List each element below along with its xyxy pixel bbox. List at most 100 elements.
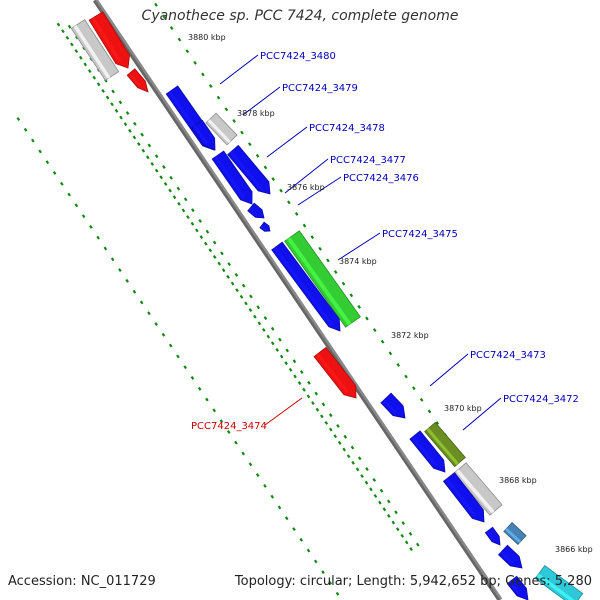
tick-mark [78,55,83,60]
scale-label: 3870 kbp [444,404,482,413]
tick-mark [217,261,221,266]
tick-mark [386,499,391,504]
tick-mark [372,477,377,482]
tick-mark [404,540,409,545]
tick-mark [67,192,71,197]
tick-mark [266,334,271,339]
tick-mark [313,559,318,564]
tick-mark [292,527,296,531]
gene-feature [534,565,584,600]
tick-mark [56,22,61,27]
tick-mark [328,581,333,585]
tick-mark [176,186,181,191]
gene-feature [442,472,485,523]
tick-mark [404,374,408,379]
tick-mark [240,130,244,135]
feature-body [227,144,271,195]
feature-highlight [500,551,514,565]
feature-body [506,575,529,600]
gene-feature [506,575,529,600]
tick-mark [227,262,231,267]
tick-mark [419,397,424,402]
tick-mark [341,281,346,286]
tick-mark [190,376,195,380]
feature-highlight [426,428,459,466]
tick-mark [349,293,354,298]
tick-mark [198,219,202,223]
tick-mark [232,119,236,123]
tick-mark [89,224,93,229]
tick-mark [401,521,406,526]
tick-mark [212,255,217,259]
gene-feature [497,544,523,569]
gene-features [70,11,584,600]
tick-mark [288,367,293,372]
tick-mark [161,332,166,337]
tick-mark [248,308,253,313]
scale-label: 3880 kbp [188,33,226,42]
map-title: Cyanothece sp. PCC 7424, complete genome [141,8,459,24]
tick-mark [241,451,246,456]
tick-mark [255,153,260,158]
tick-mark [263,316,268,320]
tick-mark [357,304,361,309]
tick-mark [168,343,173,348]
tick-mark [74,49,79,54]
gene-feature [211,150,253,205]
tick-mark [324,421,329,425]
tick-mark [293,374,297,379]
tick-mark [314,391,319,396]
tick-mark [248,462,253,467]
tick-mark [279,188,283,193]
gene-feature [284,230,361,328]
accession-text: Accession: NC_011729 [8,574,156,589]
scale-label: 3876 kbp [287,183,325,192]
tick-mark [38,149,42,154]
tick-mark [333,270,338,274]
tick-mark [328,427,333,432]
tick-mark [101,89,105,93]
gene-labels: PCC7424_3480PCC7424_3479PCC7424_3478PCC7… [191,51,579,432]
tick-mark [400,533,405,538]
tick-mark [183,197,188,202]
leader-line [429,353,469,387]
gene-feature [259,221,271,232]
tick-mark [133,121,137,126]
tick-mark [195,228,199,233]
tick-mark [275,347,280,352]
tick-mark [307,380,311,385]
tick-mark [212,408,217,413]
tick-mark [159,175,163,180]
tick-mark [297,381,302,386]
tick-mark [110,257,115,262]
tick-mark [387,513,391,518]
tick-mark [132,135,137,140]
tick-mark [226,274,230,279]
tick-mark [141,148,146,153]
feature-body [126,68,149,93]
tick-mark [190,221,195,226]
scale-label: 3868 kbp [499,476,537,485]
gene-feature [503,522,527,545]
feature-highlight [486,530,495,541]
scale-label: 3878 kbp [237,109,275,118]
tick-mark [224,107,229,112]
gene-feature [484,526,501,546]
tick-mark [96,235,100,240]
label-leaders [219,54,502,431]
scale-label: 3874 kbp [339,257,377,266]
tick-mark [154,154,159,159]
leader-line [284,158,329,194]
tick-mark [205,229,210,234]
tick-mark [270,341,275,346]
tick-mark [118,100,123,105]
feature-body [409,430,446,473]
tick-mark [118,268,122,273]
tick-mark [321,570,325,575]
tick-mark [326,258,330,263]
feature-highlight [382,399,397,414]
tick-mark [139,300,144,305]
gene-label: PCC7424_3474 [191,421,267,432]
feature-body [503,522,527,545]
feature-highlight [508,580,521,595]
